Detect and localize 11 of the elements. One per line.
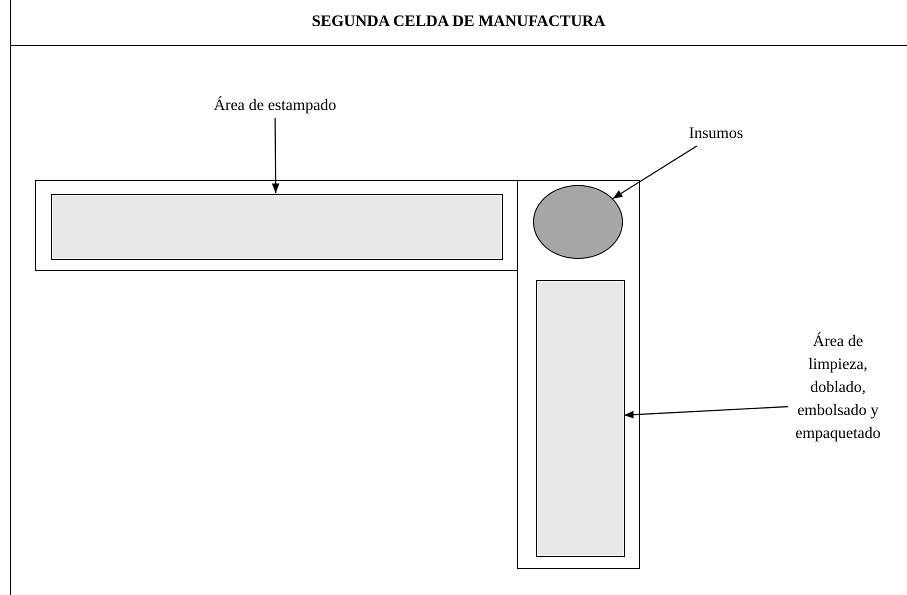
area-label: Área de estampado	[175, 94, 375, 118]
work-area	[51, 194, 503, 260]
leader-arrow	[612, 146, 698, 200]
area-label: Insumos	[680, 122, 752, 146]
area-label: Área de limpieza, doblado, embolsado y empaquetado	[788, 330, 888, 478]
work-area-outline	[35, 180, 518, 271]
diagram-title: SEGUNDA CELDA DE MANUFACTURA	[310, 12, 606, 32]
leader-arrow	[624, 406, 788, 418]
work-area-outline	[517, 180, 640, 569]
work-area	[536, 280, 625, 557]
leader-arrow	[272, 118, 280, 193]
